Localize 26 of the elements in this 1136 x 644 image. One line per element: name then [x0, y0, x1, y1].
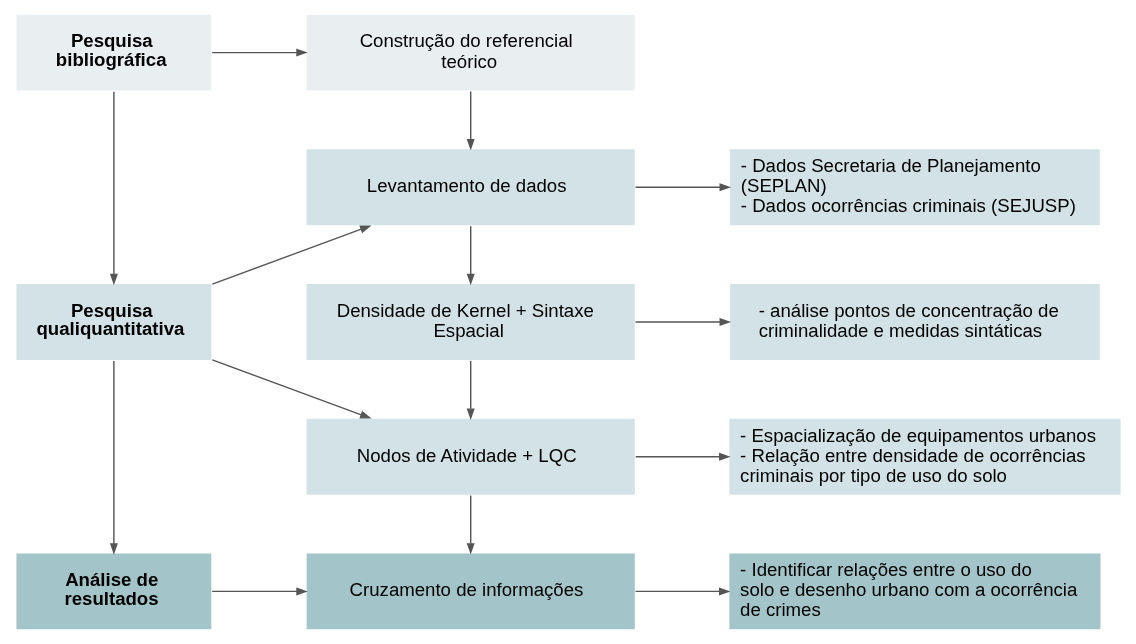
- node-box: Pesquisa bibliográfica: [14, 13, 213, 92]
- node-box: Cruzamento de informações: [304, 552, 636, 631]
- arrow: [109, 360, 118, 555]
- node-box: Análise de resultados: [14, 552, 213, 631]
- node-box: Construção do referencial teórico: [304, 13, 636, 92]
- node-box: Nodos de Atividade + LQC: [304, 417, 636, 497]
- node-box: - Espacialização de equipamentos urbanos - Relação entre densidade de ocorrências criminais por tipo de uso do solo: [727, 417, 1122, 497]
- node-box: - Identificar relações entre o uso do solo e desenho urbano com a ocorrência de crimes: [727, 552, 1102, 631]
- arrow: [210, 48, 308, 57]
- arrow: [634, 183, 731, 192]
- node-box: Densidade de Kernel + Sintaxe Espacial: [304, 282, 636, 362]
- arrow: [210, 587, 308, 596]
- node-box: Levantamento de dados: [304, 147, 636, 227]
- arrow: [466, 494, 475, 555]
- arrow: [634, 587, 730, 596]
- arrow: [466, 360, 475, 420]
- node-box: Pesquisa qualiquantitativa: [14, 282, 213, 362]
- arrow: [466, 90, 475, 151]
- arrow: [634, 318, 731, 326]
- arrow: [109, 90, 118, 286]
- arrow: [466, 225, 475, 286]
- node-box: - análise pontos de concentração de criminalidade e medidas sintáticas: [728, 282, 1101, 362]
- arrow: [634, 452, 731, 461]
- node-box: - Dados Secretaria de Planejamento (SEPLAN) - Dados ocorrências criminais (SEJUSP): [728, 147, 1101, 227]
- arrow: [211, 359, 371, 419]
- arrow: [211, 225, 371, 285]
